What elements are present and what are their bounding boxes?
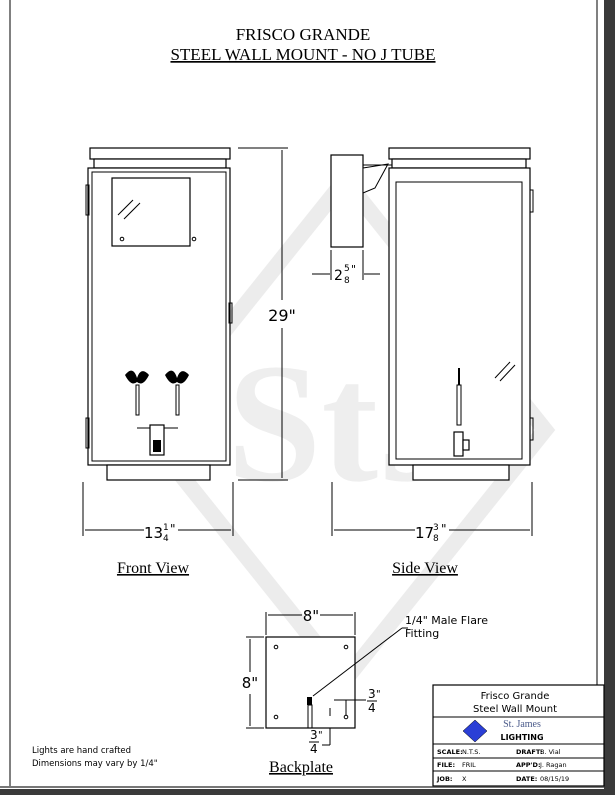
dimensions-side-width-whole: 17 [415, 524, 434, 542]
backplate-label: Backplate [269, 759, 333, 776]
title-block-scale-label: SCALE: [437, 748, 463, 756]
dimensions-front-width-frac-den: 4 [163, 534, 169, 544]
dimensions-bracket-frac-num: 5 [344, 264, 350, 274]
title-block-file: FRIL [462, 761, 476, 769]
fitting-callout-line1: 1/4" Male Flare [405, 614, 488, 627]
title-block-draft: B. Vial [540, 748, 561, 756]
dimensions-offset-den: 4 [368, 701, 376, 715]
title-block-company: St. James [503, 719, 541, 730]
dimensions-inch-mark: " [376, 689, 381, 700]
dimensions-backplate-height: 8" [242, 674, 258, 692]
title-block-name-line1: Frisco Grande [481, 691, 550, 702]
front-view [85, 147, 233, 481]
note-hand-crafted: Lights are hand crafted [32, 746, 131, 756]
title-block-date-label: DATE: [516, 775, 537, 783]
dimensions-bracket-frac-den: 8 [344, 276, 350, 286]
side-view [330, 147, 534, 481]
drawing-title-line2: STEEL WALL MOUNT - NO J TUBE [170, 45, 435, 64]
drawing-title-line1: FRISCO GRANDE [236, 25, 371, 44]
title-block-company-sub: LIGHTING [500, 733, 543, 742]
title-block-scale: N.T.S. [462, 748, 480, 756]
backplate-view: 8" 8" 3 4 " 3 4 " [242, 607, 408, 756]
side-width-dimension: 17 3 8 " [331, 482, 533, 544]
height-dimension: 29" [238, 147, 296, 481]
dimensions-offset-num: 3 [368, 687, 376, 701]
dimensions-height: 29" [268, 306, 296, 325]
title-block-appd-label: APP'D: [516, 761, 541, 769]
title-block-job-label: JOB: [436, 775, 453, 783]
dimensions-bracket-whole: 2 [334, 268, 343, 284]
note-dimensions-vary: Dimensions may vary by 1/4" [32, 759, 158, 769]
front-width-dimension: 13 1 4 " [82, 482, 234, 544]
title-block-name-line2: Steel Wall Mount [473, 704, 557, 715]
dimensions-inch-mark: " [318, 730, 323, 741]
side-view-label: Side View [392, 560, 458, 577]
fitting-callout-line2: Fitting [405, 627, 439, 640]
title-block-job: X [462, 775, 467, 783]
title-block-draft-label: DRAFT: [516, 748, 543, 756]
front-view-label: Front View [117, 560, 190, 577]
dimensions-side-width-frac-num: 3 [433, 523, 439, 533]
title-block-date: 08/15/19 [540, 775, 569, 783]
title-block-file-label: FILE: [437, 761, 455, 769]
bracket-depth-dimension: 2 5 8 " [312, 250, 380, 286]
stj-logo-icon [462, 719, 488, 743]
dimensions-backplate-width: 8" [303, 607, 319, 625]
dimensions-front-width-whole: 13 [144, 524, 163, 542]
dimensions-front-width-frac-num: 1 [163, 523, 169, 533]
dimensions-inch-mark: " [351, 263, 356, 276]
dimensions-offset-num: 3 [310, 728, 318, 742]
dimensions-side-width-frac-den: 8 [433, 534, 439, 544]
dimensions-inch-mark: " [170, 522, 176, 536]
dimensions-inch-mark: " [441, 522, 447, 536]
dimensions-offset-den: 4 [310, 742, 318, 756]
title-block: Frisco Grande Steel Wall Mount St. James… [432, 684, 605, 787]
title-block-appd: J. Ragan [539, 761, 567, 769]
